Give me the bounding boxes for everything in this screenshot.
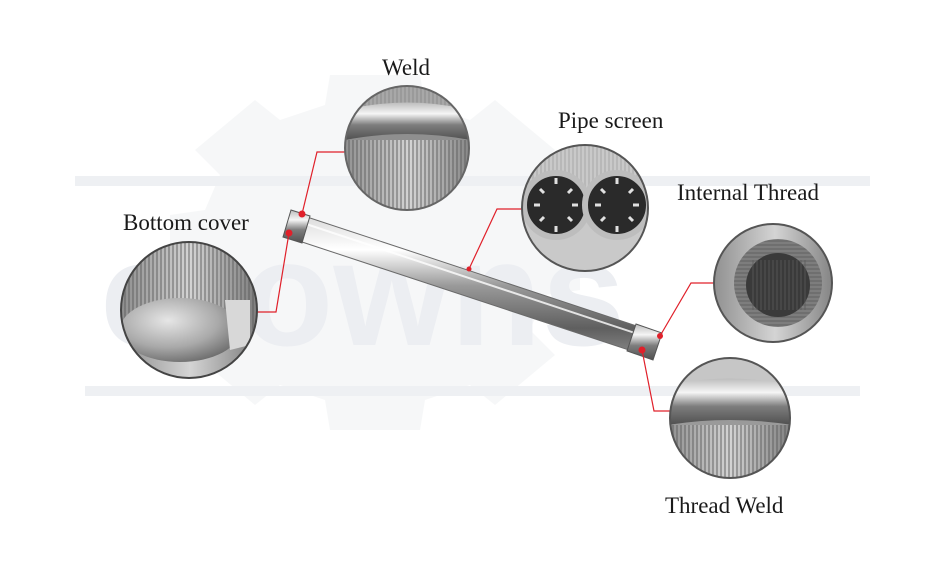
marker-pipe-screen [466, 266, 472, 272]
detail-bottom-cover [120, 241, 258, 379]
callout-thread-weld [641, 349, 671, 412]
marker-weld [298, 210, 306, 218]
label-internal-thread: Internal Thread [677, 180, 819, 205]
marker-internal-thread [657, 333, 663, 339]
callout-bottom-cover [256, 232, 290, 313]
callout-weld [301, 151, 350, 215]
callout-pipe-screen [468, 208, 522, 270]
label-pipe-screen: Pipe screen [558, 108, 664, 133]
marker-thread-weld [638, 346, 646, 354]
callout-internal-thread [659, 282, 716, 337]
detail-internal-thread [713, 223, 833, 343]
callout-markers [285, 210, 663, 354]
detail-thread-weld [669, 357, 791, 479]
label-thread-weld: Thread Weld [665, 493, 784, 518]
detail-pipe-screen [521, 144, 649, 272]
callout-lines [256, 151, 716, 412]
pipe-top-collar [626, 323, 663, 361]
label-weld: Weld [382, 55, 430, 80]
marker-bottom-cover [285, 229, 293, 237]
label-bottom-cover: Bottom cover [123, 210, 249, 235]
